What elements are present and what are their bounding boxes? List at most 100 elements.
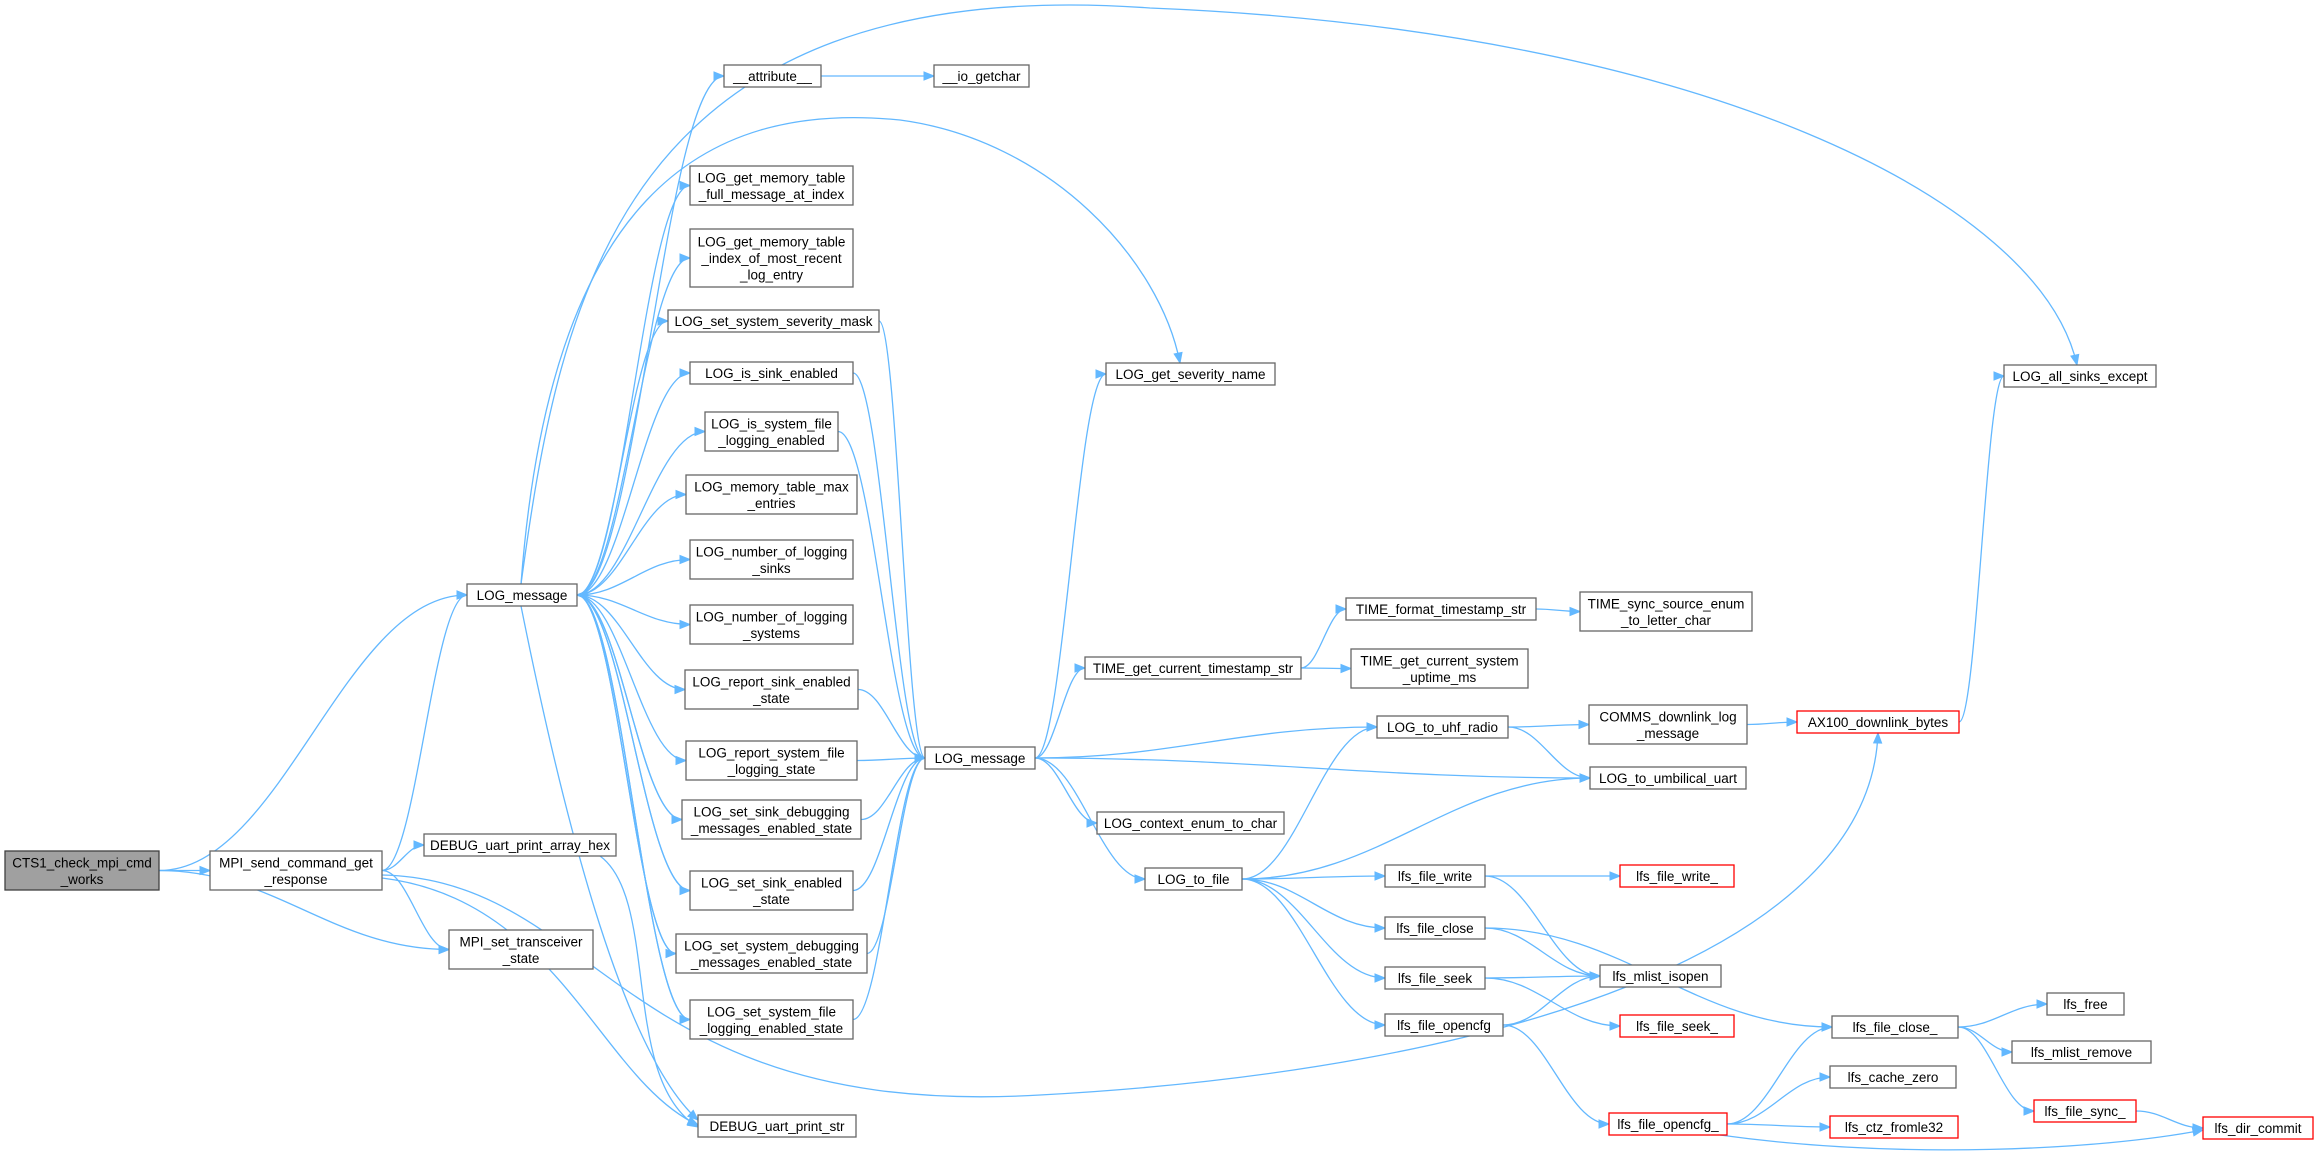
node-label: TIME_get_current_timestamp_str bbox=[1093, 661, 1294, 676]
node-getchar[interactable]: __io_getchar bbox=[933, 64, 1030, 88]
node-sync_src[interactable]: TIME_sync_source_enum_to_letter_char bbox=[1579, 591, 1753, 632]
node-box bbox=[689, 165, 854, 206]
node-label: lfs_file_sync_ bbox=[2044, 1104, 2126, 1119]
node-f_write_[interactable]: lfs_file_write_ bbox=[1619, 864, 1735, 888]
node-f_opencfg[interactable]: lfs_file_opencfg bbox=[1384, 1013, 1504, 1037]
node-full_msg[interactable]: LOG_get_memory_table_full_message_at_ind… bbox=[689, 165, 854, 206]
node-dir_commit[interactable]: lfs_dir_commit bbox=[2202, 1116, 2314, 1140]
node-label: _entries bbox=[746, 496, 795, 511]
node-label: lfs_file_seek_ bbox=[1636, 1019, 1718, 1034]
node-mem_max[interactable]: LOG_memory_table_max_entries bbox=[685, 474, 858, 515]
node-box bbox=[723, 64, 822, 88]
node-label: lfs_file_seek bbox=[1398, 971, 1473, 986]
node-label: lfs_file_opencfg_ bbox=[1617, 1117, 1719, 1132]
node-ctx_enum[interactable]: LOG_context_enum_to_char bbox=[1096, 811, 1285, 835]
node-box bbox=[1608, 1112, 1728, 1136]
node-sev_mask[interactable]: LOG_set_system_severity_mask bbox=[667, 309, 880, 333]
node-all_sinks[interactable]: LOG_all_sinks_except bbox=[2003, 364, 2157, 388]
node-num_sinks[interactable]: LOG_number_of_logging_sinks bbox=[689, 539, 854, 580]
node-mpi_set[interactable]: MPI_set_transceiver_state bbox=[448, 929, 594, 970]
edge-line bbox=[852, 757, 926, 892]
node-box bbox=[1084, 656, 1302, 680]
node-f_seek_[interactable]: lfs_file_seek_ bbox=[1619, 1014, 1735, 1038]
edge-line bbox=[1484, 927, 1601, 977]
node-box bbox=[689, 228, 854, 288]
node-box bbox=[704, 411, 839, 452]
node-ctz_fromle[interactable]: lfs_ctz_fromle32 bbox=[1829, 1115, 1959, 1139]
edge-cur_ts-to-uptime bbox=[1300, 663, 1353, 674]
node-box bbox=[2202, 1116, 2314, 1140]
node-f_close_[interactable]: lfs_file_close_ bbox=[1831, 1015, 1959, 1039]
edge-line bbox=[381, 594, 468, 872]
node-fmt_ts[interactable]: TIME_format_timestamp_str bbox=[1345, 597, 1537, 621]
edge-line bbox=[576, 594, 687, 762]
node-sev_name[interactable]: LOG_get_severity_name bbox=[1105, 362, 1276, 386]
edge-arrowhead bbox=[438, 944, 451, 955]
edge-logmsg2-to-ctx_enum bbox=[1034, 757, 1099, 828]
edge-arrowhead bbox=[1872, 731, 1883, 744]
edge-logmsg1-to-rep_sink bbox=[576, 594, 687, 695]
node-attr[interactable]: __attribute__ bbox=[723, 64, 822, 88]
node-f_close[interactable]: lfs_file_close bbox=[1384, 916, 1486, 940]
node-f_sync_[interactable]: lfs_file_sync_ bbox=[2033, 1099, 2137, 1123]
node-set_sink_en[interactable]: LOG_set_sink_enabled_state bbox=[689, 870, 854, 911]
edge-arrowhead bbox=[674, 684, 687, 695]
node-ax100[interactable]: AX100_downlink_bytes bbox=[1796, 710, 1960, 734]
node-idx_recent[interactable]: LOG_get_memory_table_index_of_most_recen… bbox=[689, 228, 854, 288]
edge-line bbox=[576, 594, 691, 626]
edge-to_uhf-to-to_umb bbox=[1507, 726, 1592, 783]
node-to_file[interactable]: LOG_to_file bbox=[1144, 867, 1243, 891]
edge-arrowhead bbox=[1340, 663, 1353, 674]
edge-arrowhead bbox=[914, 753, 927, 763]
node-num_sys[interactable]: LOG_number_of_logging_systems bbox=[689, 604, 854, 645]
node-sys_file[interactable]: LOG_is_system_file_logging_enabled bbox=[704, 411, 839, 452]
node-label: __io_getchar bbox=[941, 69, 1021, 84]
node-sink_en[interactable]: LOG_is_sink_enabled bbox=[689, 361, 854, 385]
node-rep_sys[interactable]: LOG_report_system_file_logging_state bbox=[685, 740, 858, 781]
node-box bbox=[689, 539, 854, 580]
node-label: _logging_enabled_state bbox=[699, 1021, 843, 1036]
node-set_sys_file[interactable]: LOG_set_system_file_logging_enabled_stat… bbox=[689, 999, 854, 1040]
node-set_sys_dbg[interactable]: LOG_set_system_debugging_messages_enable… bbox=[675, 933, 868, 974]
edge-to_file-to-f_opencfg bbox=[1241, 878, 1387, 1030]
edge-f_close_-to-mlist_rm bbox=[1957, 1026, 2014, 1057]
edge-attr-to-getchar bbox=[820, 71, 936, 81]
node-label: CTS1_check_mpi_cmd bbox=[12, 855, 152, 870]
edge-arrowhead bbox=[1598, 1119, 1611, 1129]
node-uptime[interactable]: TIME_get_current_system_uptime_ms bbox=[1350, 648, 1529, 689]
edge-arrowhead bbox=[679, 180, 692, 191]
node-f_opencfg_[interactable]: lfs_file_opencfg_ bbox=[1608, 1112, 1728, 1136]
node-f_seek[interactable]: lfs_file_seek bbox=[1384, 966, 1486, 990]
edge-line bbox=[1507, 723, 1590, 728]
edge-logmsg2-to-cur_ts bbox=[1034, 663, 1087, 759]
node-mlist_rm[interactable]: lfs_mlist_remove bbox=[2011, 1040, 2152, 1064]
node-to_umb[interactable]: LOG_to_umbilical_uart bbox=[1589, 766, 1747, 790]
node-dbg_hex[interactable]: DEBUG_uart_print_array_hex bbox=[423, 833, 617, 857]
node-logmsg1[interactable]: LOG_message bbox=[466, 583, 578, 607]
node-cur_ts[interactable]: TIME_get_current_timestamp_str bbox=[1084, 656, 1302, 680]
node-label: LOG_message bbox=[477, 588, 568, 603]
edge-to_file-to-f_seek bbox=[1241, 878, 1387, 983]
node-comms_dl[interactable]: COMMS_downlink_log_message bbox=[1588, 704, 1748, 745]
edge-logmsg1-to-attr bbox=[576, 71, 726, 596]
node-label: lfs_free bbox=[2063, 997, 2107, 1012]
node-free[interactable]: lfs_free bbox=[2046, 992, 2125, 1016]
node-dbg_str[interactable]: DEBUG_uart_print_str bbox=[697, 1114, 857, 1138]
node-cts1[interactable]: CTS1_check_mpi_cmd_works bbox=[4, 850, 160, 891]
edge-dbg_hex-to-dbg_str bbox=[599, 855, 700, 1128]
node-f_write[interactable]: lfs_file_write bbox=[1384, 864, 1486, 888]
node-set_sink_dbg[interactable]: LOG_set_sink_debugging_messages_enabled_… bbox=[681, 799, 862, 840]
edge-line bbox=[1300, 608, 1347, 669]
edge-arrowhead bbox=[1173, 351, 1183, 365]
node-logmsg2[interactable]: LOG_message bbox=[924, 746, 1036, 770]
edge-logmsg2-to-to_uhf bbox=[1034, 722, 1379, 759]
node-label: _log_entry bbox=[739, 268, 803, 283]
node-mpi_send[interactable]: MPI_send_command_get_response bbox=[209, 850, 383, 891]
node-to_uhf[interactable]: LOG_to_uhf_radio bbox=[1376, 715, 1509, 739]
node-cache_zero[interactable]: lfs_cache_zero bbox=[1829, 1065, 1957, 1089]
node-box bbox=[1619, 864, 1735, 888]
node-mlist_isopen[interactable]: lfs_mlist_isopen bbox=[1599, 964, 1722, 988]
node-rep_sink[interactable]: LOG_report_sink_enabled_state bbox=[684, 669, 859, 710]
node-box bbox=[2046, 992, 2125, 1016]
node-label: _index_of_most_recent bbox=[700, 251, 842, 266]
